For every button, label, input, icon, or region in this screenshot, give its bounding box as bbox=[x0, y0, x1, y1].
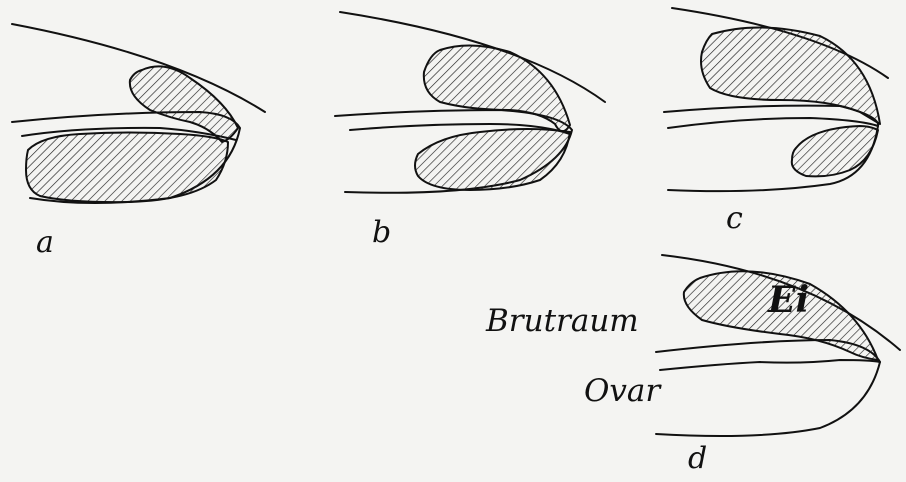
panel-label-d: d bbox=[688, 444, 707, 474]
panel-label-a: a bbox=[36, 228, 54, 258]
panel-c-drawing bbox=[664, 8, 888, 191]
panel-b-drawing bbox=[335, 12, 605, 193]
panel-c-ovary-egg bbox=[792, 126, 878, 176]
egg-label: Ei bbox=[768, 282, 809, 318]
panel-d-inner-contour bbox=[660, 360, 880, 370]
panel-b-ovary-egg bbox=[415, 129, 570, 190]
panel-b-brood-space-egg bbox=[424, 45, 570, 131]
panel-label-c: c bbox=[726, 204, 743, 234]
panel-a-ovary-egg bbox=[26, 133, 228, 203]
panel-label-b: b bbox=[372, 218, 391, 248]
panel-a-drawing bbox=[12, 24, 265, 203]
ovary-label: Ovar bbox=[584, 376, 660, 407]
panel-c-brood-space-egg bbox=[701, 27, 880, 124]
panel-d-outer-contour bbox=[656, 340, 880, 436]
brood-space-label: Brutraum bbox=[486, 306, 639, 337]
